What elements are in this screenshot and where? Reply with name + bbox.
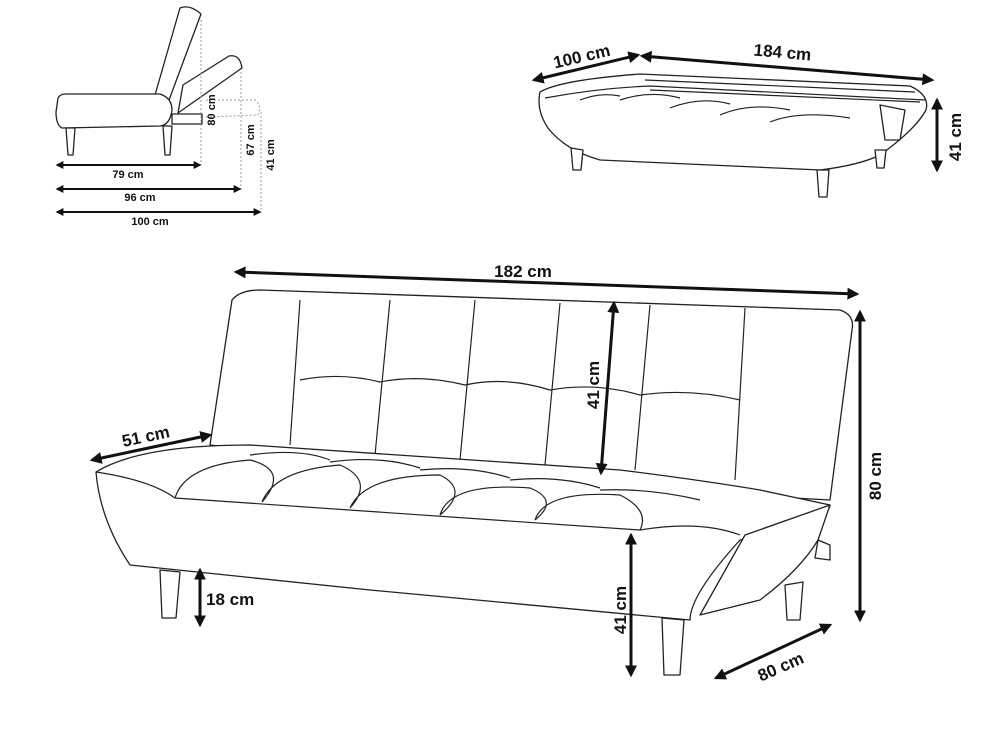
side-bed-height-label: 41 cm xyxy=(265,139,277,170)
bed-view-drawing xyxy=(531,50,943,198)
side-view-drawing xyxy=(55,6,262,216)
sofa-back-height-label: 41 cm xyxy=(584,361,603,409)
side-reclined-height-label: 67 cm xyxy=(245,124,257,155)
sofa-seat-depth-label: 51 cm xyxy=(120,422,171,451)
sofa-seat-height-label: 41 cm xyxy=(611,586,630,634)
sofa-total-height-label: 80 cm xyxy=(866,452,885,500)
sofa-front-drawing xyxy=(89,266,866,680)
side-bed-depth-label: 100 cm xyxy=(131,216,169,228)
side-reclined-depth-label: 96 cm xyxy=(124,192,155,204)
bed-height-label: 41 cm xyxy=(946,113,965,161)
bed-length-label: 184 cm xyxy=(753,41,812,65)
sofa-depth-label: 80 cm xyxy=(755,648,807,685)
side-seated-depth-label: 79 cm xyxy=(112,169,143,181)
sofa-width-label: 182 cm xyxy=(494,262,552,281)
side-back-height-label: 80 cm xyxy=(206,94,218,125)
sofa-leg-height-label: 18 cm xyxy=(206,590,254,609)
